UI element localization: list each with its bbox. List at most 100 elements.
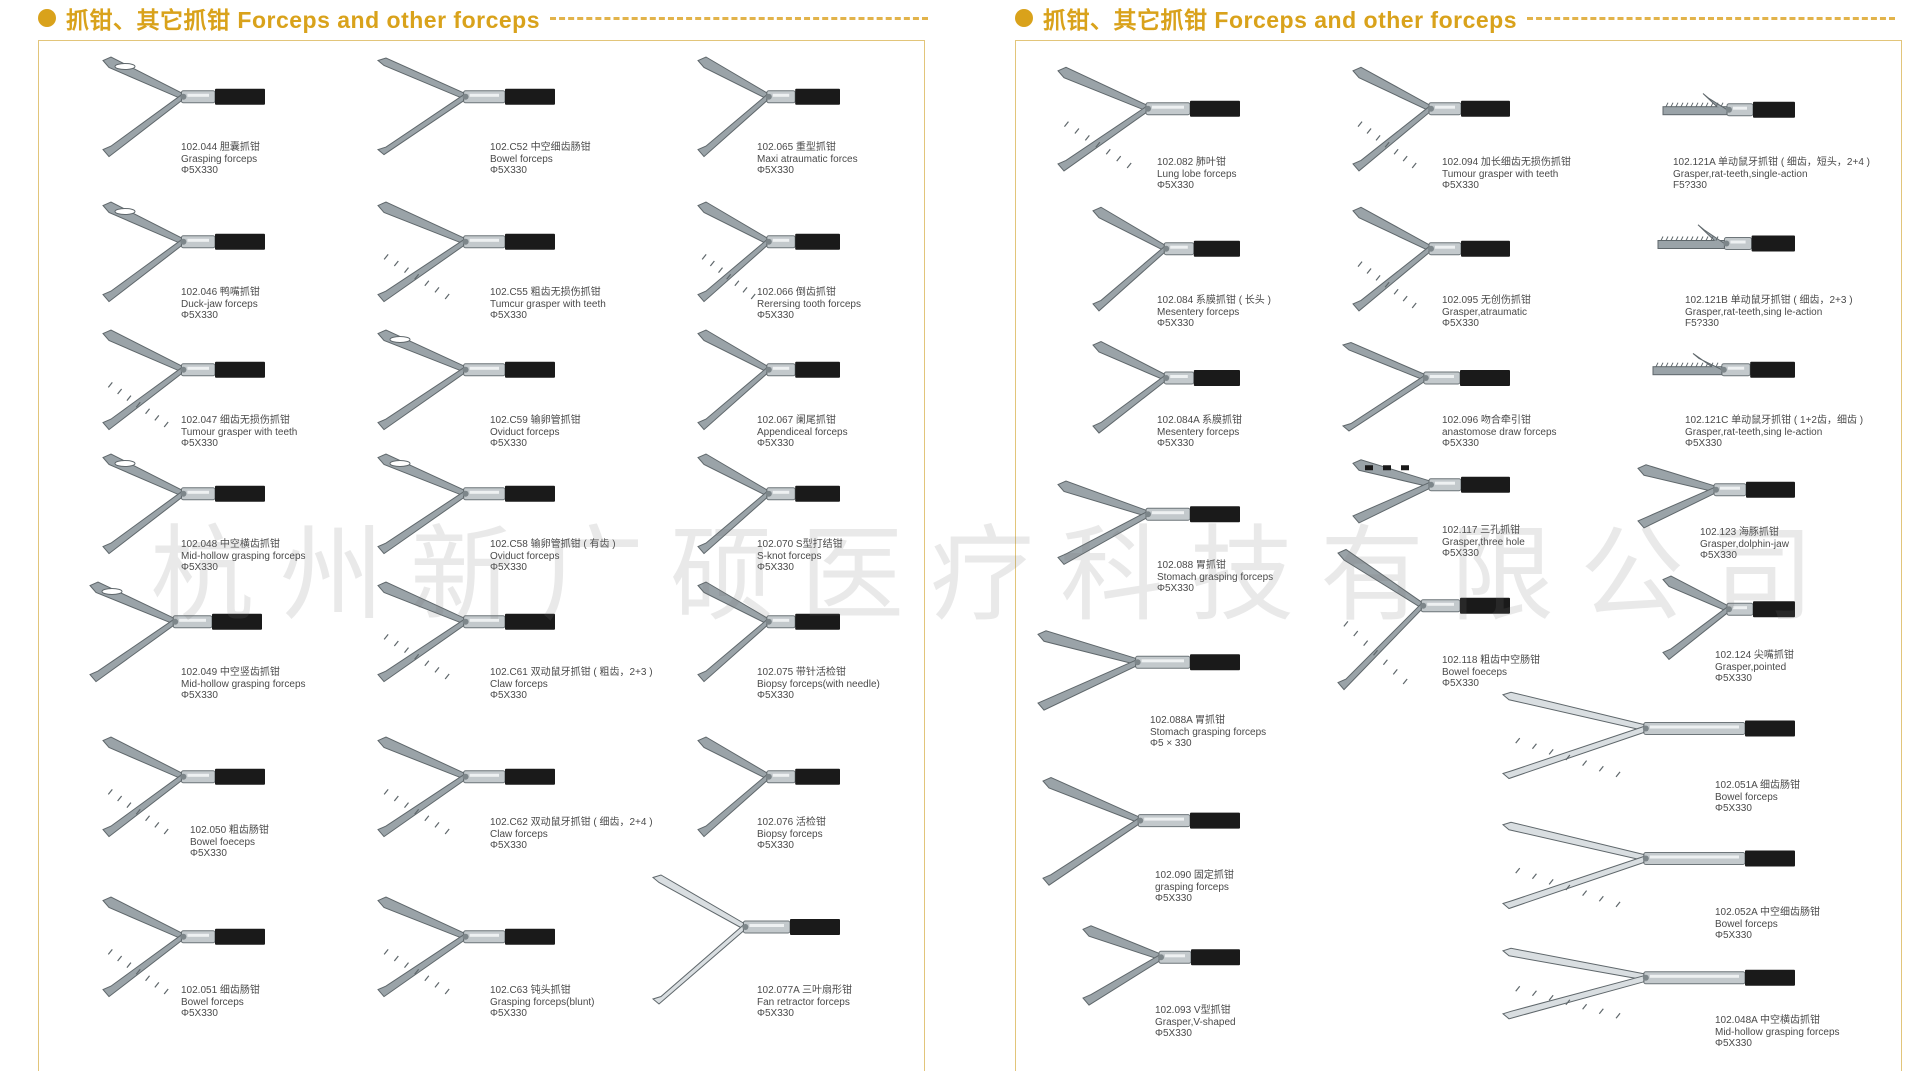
item-name: Biopsy forceps [757,828,823,840]
bullet-dot-icon [38,9,56,27]
item-name: Grasper,three hole [1442,536,1525,548]
item-caption: 102.121C 单动鼠牙抓钳 ( 1+2齿，细齿 )Grasper,rat-t… [1685,415,1863,450]
item-size: Φ5X330 [190,848,227,859]
forceps-image [697,581,840,683]
item-code: 102.077A 三叶扇形钳 [757,985,853,996]
item-name: anastomose draw forceps [1442,426,1557,438]
forceps-image [697,453,840,555]
item-name: Grasper,rat-teeth,sing le-action [1685,306,1823,318]
item-code: 102.067 阑尾抓钳 [757,415,836,426]
forceps-image [102,329,265,431]
item-name: Grasper,pointed [1715,661,1787,673]
item-size: Φ5X330 [490,438,527,449]
item-code: 102.048A 中空横齿抓钳 [1715,1015,1821,1026]
forceps-image [1652,353,1795,378]
forceps-image [1337,548,1510,691]
section-title: 抓钳、其它抓钳 Forceps and other forceps [66,7,541,33]
forceps-image [89,581,262,683]
item-name: Bowel foeceps [1442,666,1508,678]
item-name: Mid-hollow grasping forceps [181,550,306,562]
item-name: Rerersing tooth forceps [757,298,861,310]
item-size: Φ5X330 [1157,438,1194,449]
item-caption: 102.121A 单动鼠牙抓钳 ( 细齿，短头，2+4 )Grasper,rat… [1673,157,1870,192]
item-name: Mesentery forceps [1157,306,1240,318]
item-size: Φ5X330 [1157,318,1194,329]
item-size: Φ5X330 [1155,893,1192,904]
forceps-image [651,874,840,1005]
item-code: 102.C58 输卵管抓钳 ( 有齿 ) [490,539,616,550]
item-code: 102.084 系膜抓钳 ( 长头 ) [1157,295,1271,306]
forceps-image [1352,206,1510,312]
item-code: 102.095 无创伤抓钳 [1442,295,1531,306]
forceps-image [102,201,265,303]
item-code: 102.088A 胃抓钳 [1150,715,1226,726]
item-size: Φ5X330 [490,562,527,573]
item-size: Φ5X330 [1715,673,1752,684]
forceps-image [697,329,840,431]
item-name: S-knot forceps [757,550,822,562]
item-code: 102.121C 单动鼠牙抓钳 ( 1+2齿，细齿 ) [1685,415,1864,426]
forceps-image [697,736,840,838]
section-title: 抓钳、其它抓钳 Forceps and other forceps [1043,7,1518,33]
item-code: 102.047 细齿无损伤抓钳 [181,415,290,426]
item-code: 102.118 粗齿中空肠钳 [1442,655,1541,666]
item-code: 102.066 倒齿抓钳 [757,287,836,298]
item-name: Tumour grasper with teeth [1442,168,1559,180]
item-size: Φ5X330 [757,840,794,851]
item-size: Φ5X330 [1442,180,1479,191]
forceps-image [377,329,555,431]
item-size: Φ5X330 [757,562,794,573]
forceps-image [1662,575,1795,661]
forceps-image [1501,947,1795,1020]
header-right: 抓钳、其它抓钳 Forceps and other forceps [1015,0,1895,36]
item-code: 102.C62 双动鼠牙抓钳 ( 细齿，2+4 ) [490,817,653,828]
item-size: Φ5X330 [181,562,218,573]
item-name: Fan retractor forceps [757,996,850,1008]
item-name: Bowel forceps [1715,918,1778,930]
item-size: Φ5X330 [490,310,527,321]
item-size: Φ5X330 [757,165,794,176]
item-size: Φ5X330 [490,1008,527,1019]
forceps-image [1501,821,1795,910]
item-size: Φ5 × 330 [1150,738,1192,749]
dashed-divider [1527,16,1895,20]
item-code: 102.075 带针活检钳 [757,667,846,678]
forceps-image [1092,206,1240,312]
item-name: Maxi atraumatic forces [757,153,858,165]
item-name: Mid-hollow grasping forceps [181,678,306,690]
item-code: 102.046 鸭嘴抓钳 [181,287,260,298]
item-name: Oviduct forceps [490,426,560,438]
forceps-image [377,736,555,838]
item-name: Grasper,dolphin-jaw [1700,538,1789,550]
item-name: Claw forceps [490,678,548,690]
forceps-image [1662,93,1795,118]
item-size: Φ5X330 [1157,583,1194,594]
item-size: Φ5X330 [181,690,218,701]
item-name: Bowel foeceps [190,836,256,848]
forceps-image [376,57,555,156]
item-name: Mesentery forceps [1157,426,1240,438]
item-code: 102.124 尖嘴抓钳 [1715,650,1794,661]
forceps-image [1657,224,1795,252]
item-size: Φ5X330 [757,1008,794,1019]
item-name: Tumcur grasper with teeth [490,298,606,310]
